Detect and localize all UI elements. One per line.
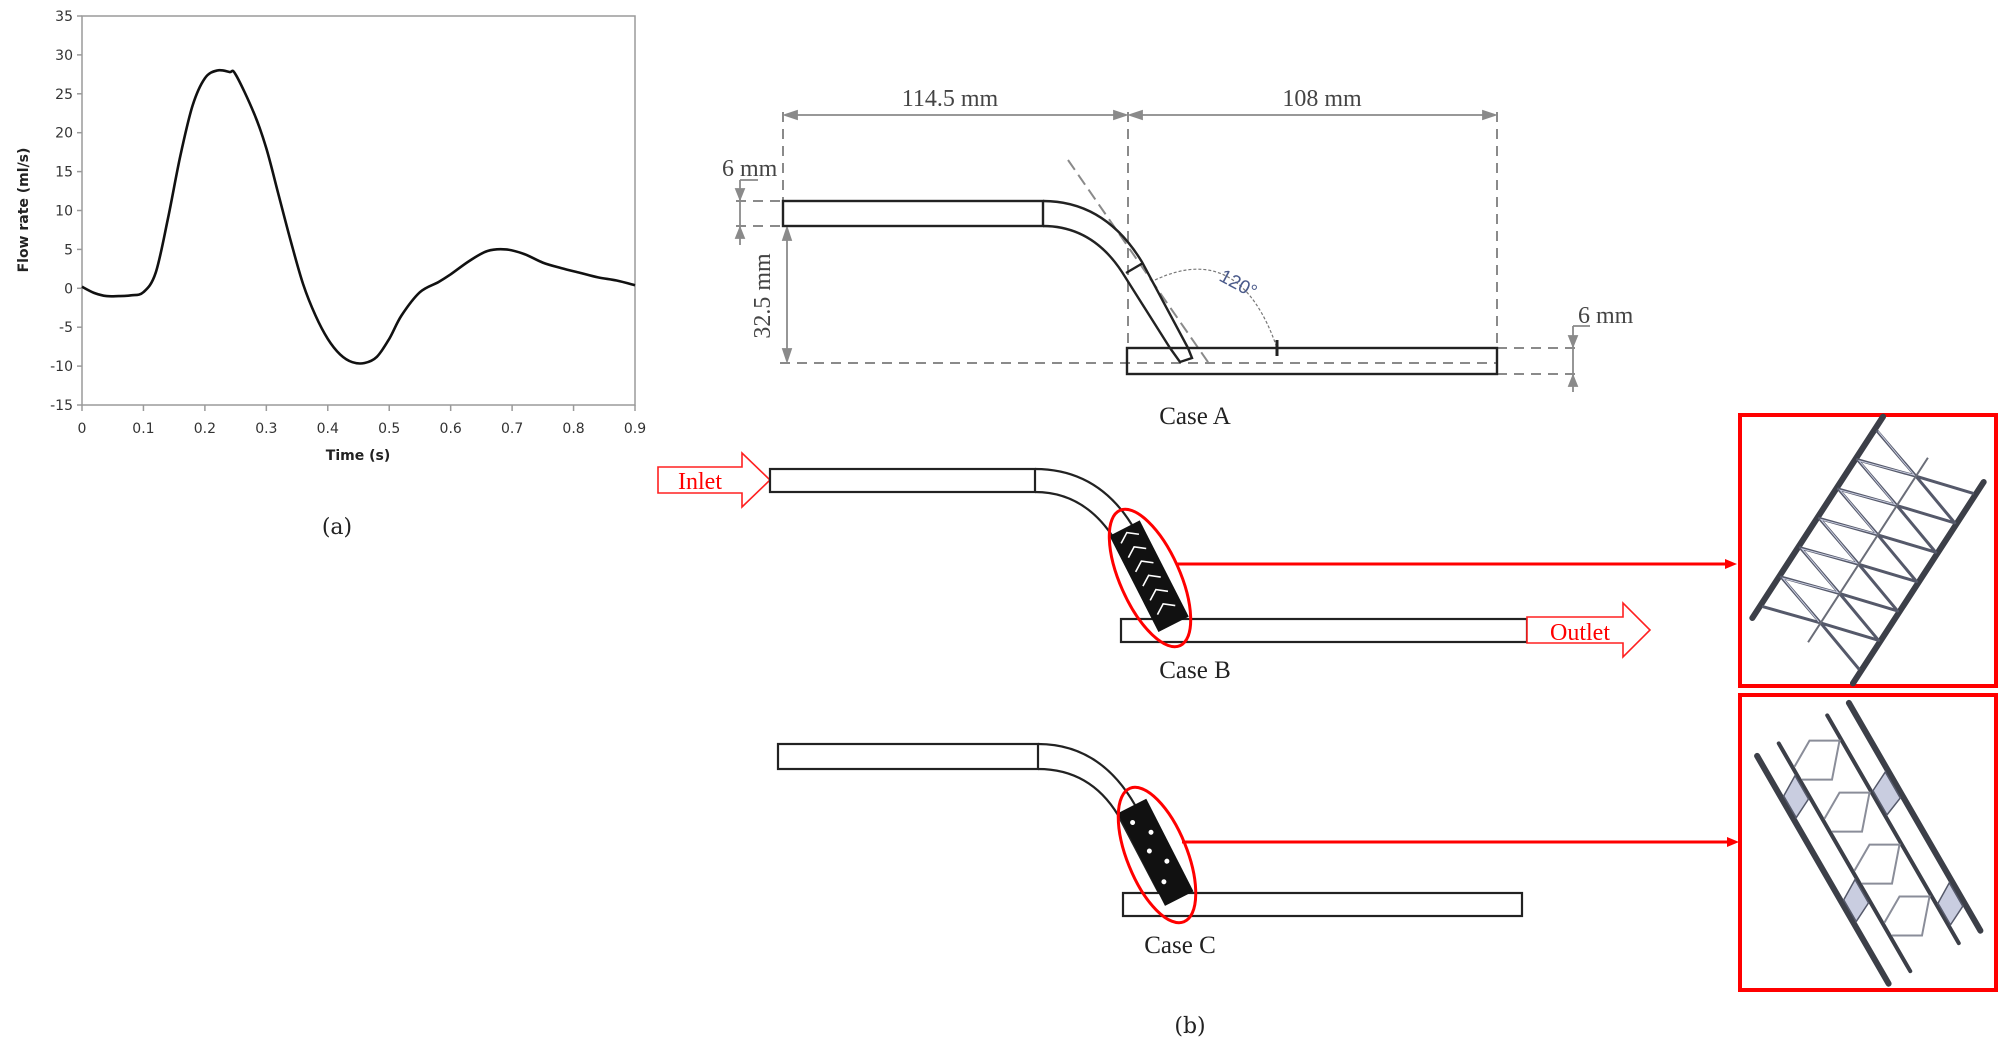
stent-b [1109,520,1189,633]
y-tick-label: 5 [64,242,73,258]
y-axis-title: Flow rate (ml/s) [16,148,32,273]
extension-lines [736,112,1575,375]
dim-length-outlet: 108 mm [1282,86,1362,112]
y-tick-label: 30 [55,48,73,64]
case-a-diagram: 114.5 mm 108 mm 6 mm 6 mm 32.5 mm 120° C… [722,86,1634,430]
case-c-label: Case C [1144,932,1216,959]
case-a-label: Case A [1159,403,1231,430]
plot-area [81,15,636,406]
x-tick-label: 0.7 [501,421,523,437]
x-tick-label: 0.8 [562,421,584,437]
stent-inset-b [1738,413,1998,688]
panel-b-caption: (b) [1174,1014,1205,1039]
case-b-diagram: Inlet Outlet [657,451,1737,684]
x-tick-label: 0.4 [317,421,339,437]
y-tick-label: -10 [50,359,73,375]
case-c-diagram: Case C [776,742,1739,959]
y-tick-label: 35 [55,9,73,25]
outlet-label: Outlet [1550,620,1610,646]
dim-angle: 120° [1216,266,1261,303]
inlet-arrow: Inlet [657,451,772,509]
x-tick-label: 0.9 [624,421,646,437]
x-tick-label: 0.2 [194,421,216,437]
y-tick-label: 20 [55,126,73,142]
y-tick-label: 15 [55,165,73,181]
stent-highlight-c [1116,785,1198,925]
stent-b-detail-icon [1749,413,1987,687]
y-tick-label: 0 [64,281,73,297]
dim-length-inlet: 114.5 mm [902,86,999,112]
callout-arrow-c [1182,837,1739,847]
stent-c [1117,798,1194,906]
angle-arc [1154,268,1278,349]
inlet-label: Inlet [678,469,722,495]
x-tick-label: 0.1 [132,421,154,437]
y-tick-label: 10 [55,204,73,220]
y-tick-label: -5 [59,320,73,336]
y-axis-ticks: 35 30 25 20 15 10 5 0 -5 -10 -15 [50,9,82,414]
case-b-label: Case B [1159,657,1231,684]
dim-diameter-inlet: 6 mm [722,156,778,182]
x-tick-label: 0.5 [378,421,400,437]
x-axis-ticks: 0 0.1 0.2 0.3 0.4 0.5 0.6 0.7 0.8 0.9 [78,405,646,437]
case-c-pipe [776,742,1524,918]
flow-rate-line [81,68,636,365]
panel-a-caption: (a) [322,515,352,540]
case-a-pipe [781,199,1499,376]
dimension-lines [734,109,1590,392]
stent-c-detail-icon [1754,699,1984,987]
x-tick-label: 0 [78,421,87,437]
x-tick-label: 0.6 [440,421,462,437]
x-tick-label: 0.3 [255,421,277,437]
y-tick-label: 25 [55,87,73,103]
x-axis-title: Time (s) [326,448,390,464]
stent-highlight-b [1107,507,1193,649]
y-tick-label: -15 [50,398,73,414]
stent-inset-c [1738,693,1998,992]
dim-diameter-outlet: 6 mm [1578,303,1634,329]
outlet-arrow: Outlet [1526,601,1652,659]
dim-offset: 32.5 mm [750,253,776,339]
callout-arrow-b [1177,559,1737,569]
